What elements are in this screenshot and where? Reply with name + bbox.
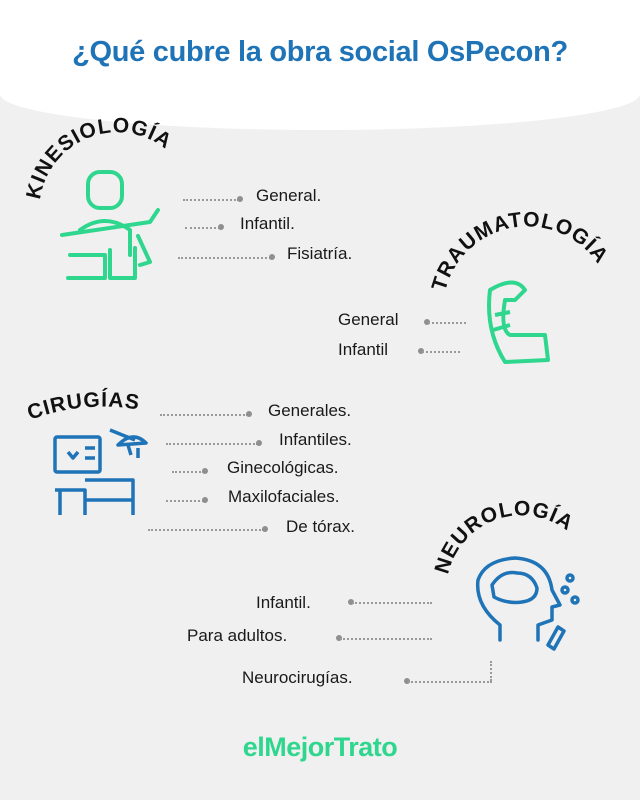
connector-dot: [348, 599, 354, 605]
cirugias-item: Infantiles.: [279, 430, 352, 449]
heading-cirugias: CIRUGÍAS: [24, 388, 141, 424]
neurologia-item: Neurocirugías.: [242, 668, 353, 687]
connector-dot: [202, 468, 208, 474]
connector-dot: [336, 635, 342, 641]
cirugias-item: Generales.: [268, 401, 352, 420]
neurologia-item: Para adultos.: [187, 626, 288, 645]
connector-line: [490, 661, 492, 681]
connector-dot: [202, 497, 208, 503]
connector-dot: [424, 319, 430, 325]
connector-line: [185, 227, 220, 229]
cirugias-item: De tórax.: [286, 517, 355, 536]
connector-line: [178, 257, 271, 259]
connector-line: [340, 638, 432, 640]
connector-dot: [262, 526, 268, 532]
kinesiologia-item: Fisiatría.: [287, 244, 353, 263]
traumatologia-item: General: [338, 310, 399, 329]
bandaged-arm-icon: [487, 280, 550, 364]
connector-line: [408, 681, 492, 683]
connector-dot: [404, 678, 410, 684]
cirugias-item: Maxilofaciales.: [228, 487, 340, 506]
connector-dot: [269, 254, 275, 260]
page-title: ¿Qué cubre la obra social OsPecon?: [72, 36, 568, 68]
physiotherapist-icon: [60, 170, 160, 280]
kinesiologia-item: Infantil.: [240, 214, 295, 233]
connector-line: [160, 414, 248, 416]
heading-neurologia: NEUROLOGÍA: [430, 497, 577, 576]
connector-line: [422, 351, 460, 353]
connector-line: [172, 471, 204, 473]
kinesiologia-item: General.: [256, 186, 322, 205]
traumatologia-item: Infantil: [338, 340, 389, 359]
connector-dot: [218, 224, 224, 230]
connector-dot: [418, 348, 424, 354]
connector-dot: [256, 440, 262, 446]
surgery-room-icon: [53, 428, 148, 515]
heading-traumatologia: TRAUMATOLOGÍA: [428, 208, 613, 293]
connector-dot: [237, 196, 243, 202]
connector-dot: [246, 411, 252, 417]
connector-line: [428, 322, 466, 324]
connector-line: [148, 529, 264, 531]
brain-head-icon: [475, 556, 580, 651]
header-background: [0, 0, 640, 130]
cirugias-item: Ginecológicas.: [227, 458, 339, 477]
connector-line: [183, 199, 239, 201]
heading-kinesiologia: KINESIOLOGÍA: [22, 114, 176, 201]
neurologia-item: Infantil.: [256, 593, 311, 612]
connector-line: [166, 500, 204, 502]
connector-line: [352, 602, 432, 604]
connector-line: [166, 443, 258, 445]
brand-logo: elMejorTrato: [242, 732, 398, 762]
